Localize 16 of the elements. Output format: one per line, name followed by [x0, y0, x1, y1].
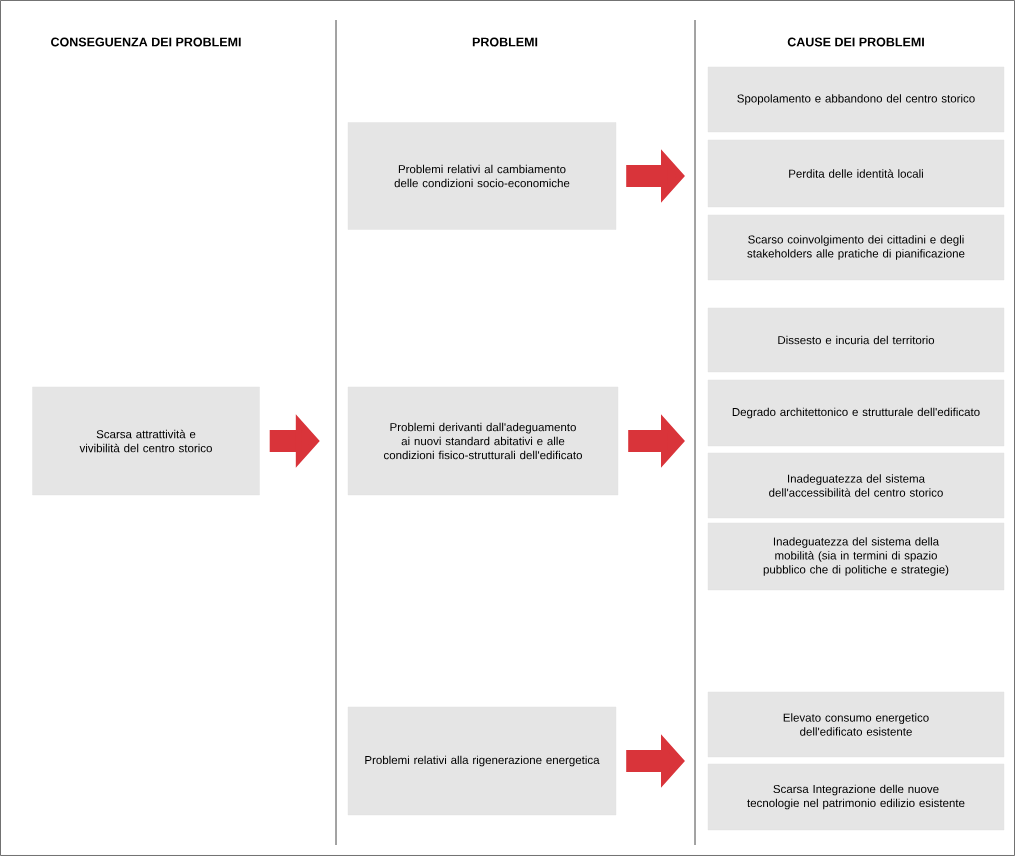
problem-box: Problemi relativi alla rigenerazione energetica [347, 706, 617, 816]
cause-box: Spopolamento e abbandono del centro storico [707, 66, 1005, 133]
cause-box: Scarso coinvolgimento dei cittadini e degli stakeholders alle pratiche di pianificazione [707, 214, 1005, 281]
cause-box: Scarsa Integrazione delle nuove tecnologie nel patrimonio edilizio esistente [707, 763, 1005, 831]
column-heading: CONSEGUENZA DEI PROBLEMI [51, 37, 241, 47]
cause-box: Inadeguatezza del sistema dell'accessibilità del centro storico [707, 452, 1005, 519]
problem-box: Problemi relativi al cambiamento delle condizioni socio-economiche [347, 122, 617, 230]
consequence-box: Scarsa attrattività e vivibilità del centro storico [32, 386, 260, 496]
cause-box: Degrado architettonico e strutturale dell'edificato [707, 379, 1005, 447]
cause-box: Dissesto e incuria del territorio [707, 307, 1005, 373]
column-heading: CAUSE DEI PROBLEMI [787, 37, 924, 47]
cause-box: Elevato consumo energetico dell'edificato esistente [707, 691, 1005, 758]
problem-box: Problemi derivanti dall'adeguamento ai nuovi standard abitativi e alle condizioni fisico-strutturali dell'edificato [347, 386, 619, 496]
column-heading: PROBLEMI [472, 37, 538, 47]
cause-box: Perdita delle identità locali [707, 139, 1005, 208]
cause-box: Inadeguatezza del sistema della mobilità (sia in termini di spazio pubblico che di politiche e strategie) [707, 522, 1005, 591]
